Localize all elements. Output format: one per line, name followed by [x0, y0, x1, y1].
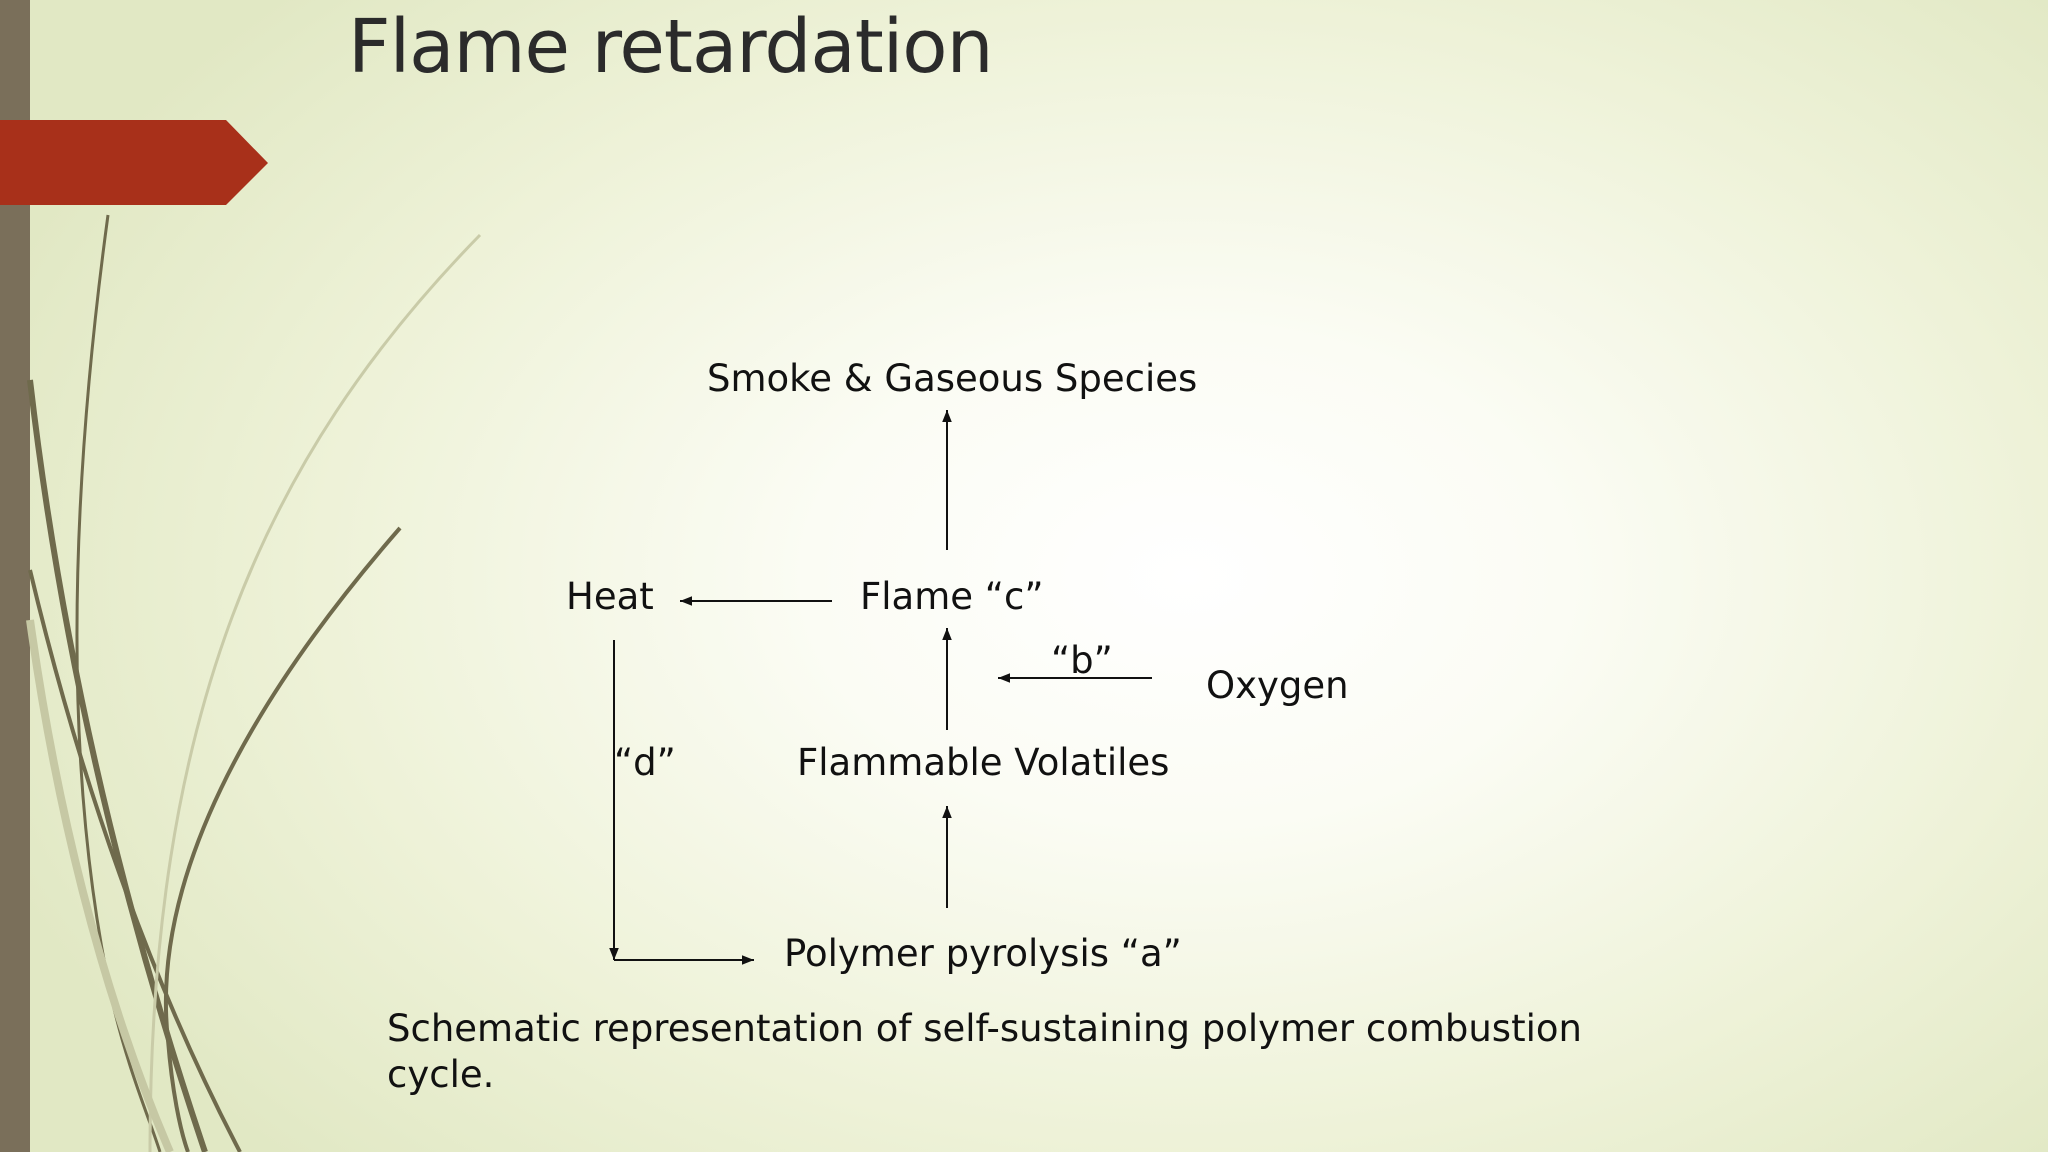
node-flame: Flame “c” [860, 575, 1043, 618]
grass-stroke-3 [28, 569, 242, 1152]
accent-arrow-tab [0, 120, 268, 205]
slide-title: Flame retardation [348, 4, 993, 90]
grass-stroke-1 [75, 214, 162, 1152]
diagram-caption: Schematic representation of self-sustain… [387, 1007, 1582, 1096]
node-smoke-gaseous-species: Smoke & Gaseous Species [707, 357, 1197, 400]
node-flammable-volatiles: Flammable Volatiles [797, 741, 1169, 784]
grass-stroke-6 [26, 619, 174, 1152]
edge-label-d: “d” [614, 741, 676, 784]
grass-stroke-4 [163, 526, 402, 1152]
edge-label-b: “b” [1051, 639, 1113, 682]
grass-stroke-5 [148, 233, 482, 1152]
node-oxygen: Oxygen [1206, 664, 1349, 707]
node-heat: Heat [566, 575, 654, 618]
node-polymer-pyrolysis: Polymer pyrolysis “a” [784, 932, 1182, 975]
